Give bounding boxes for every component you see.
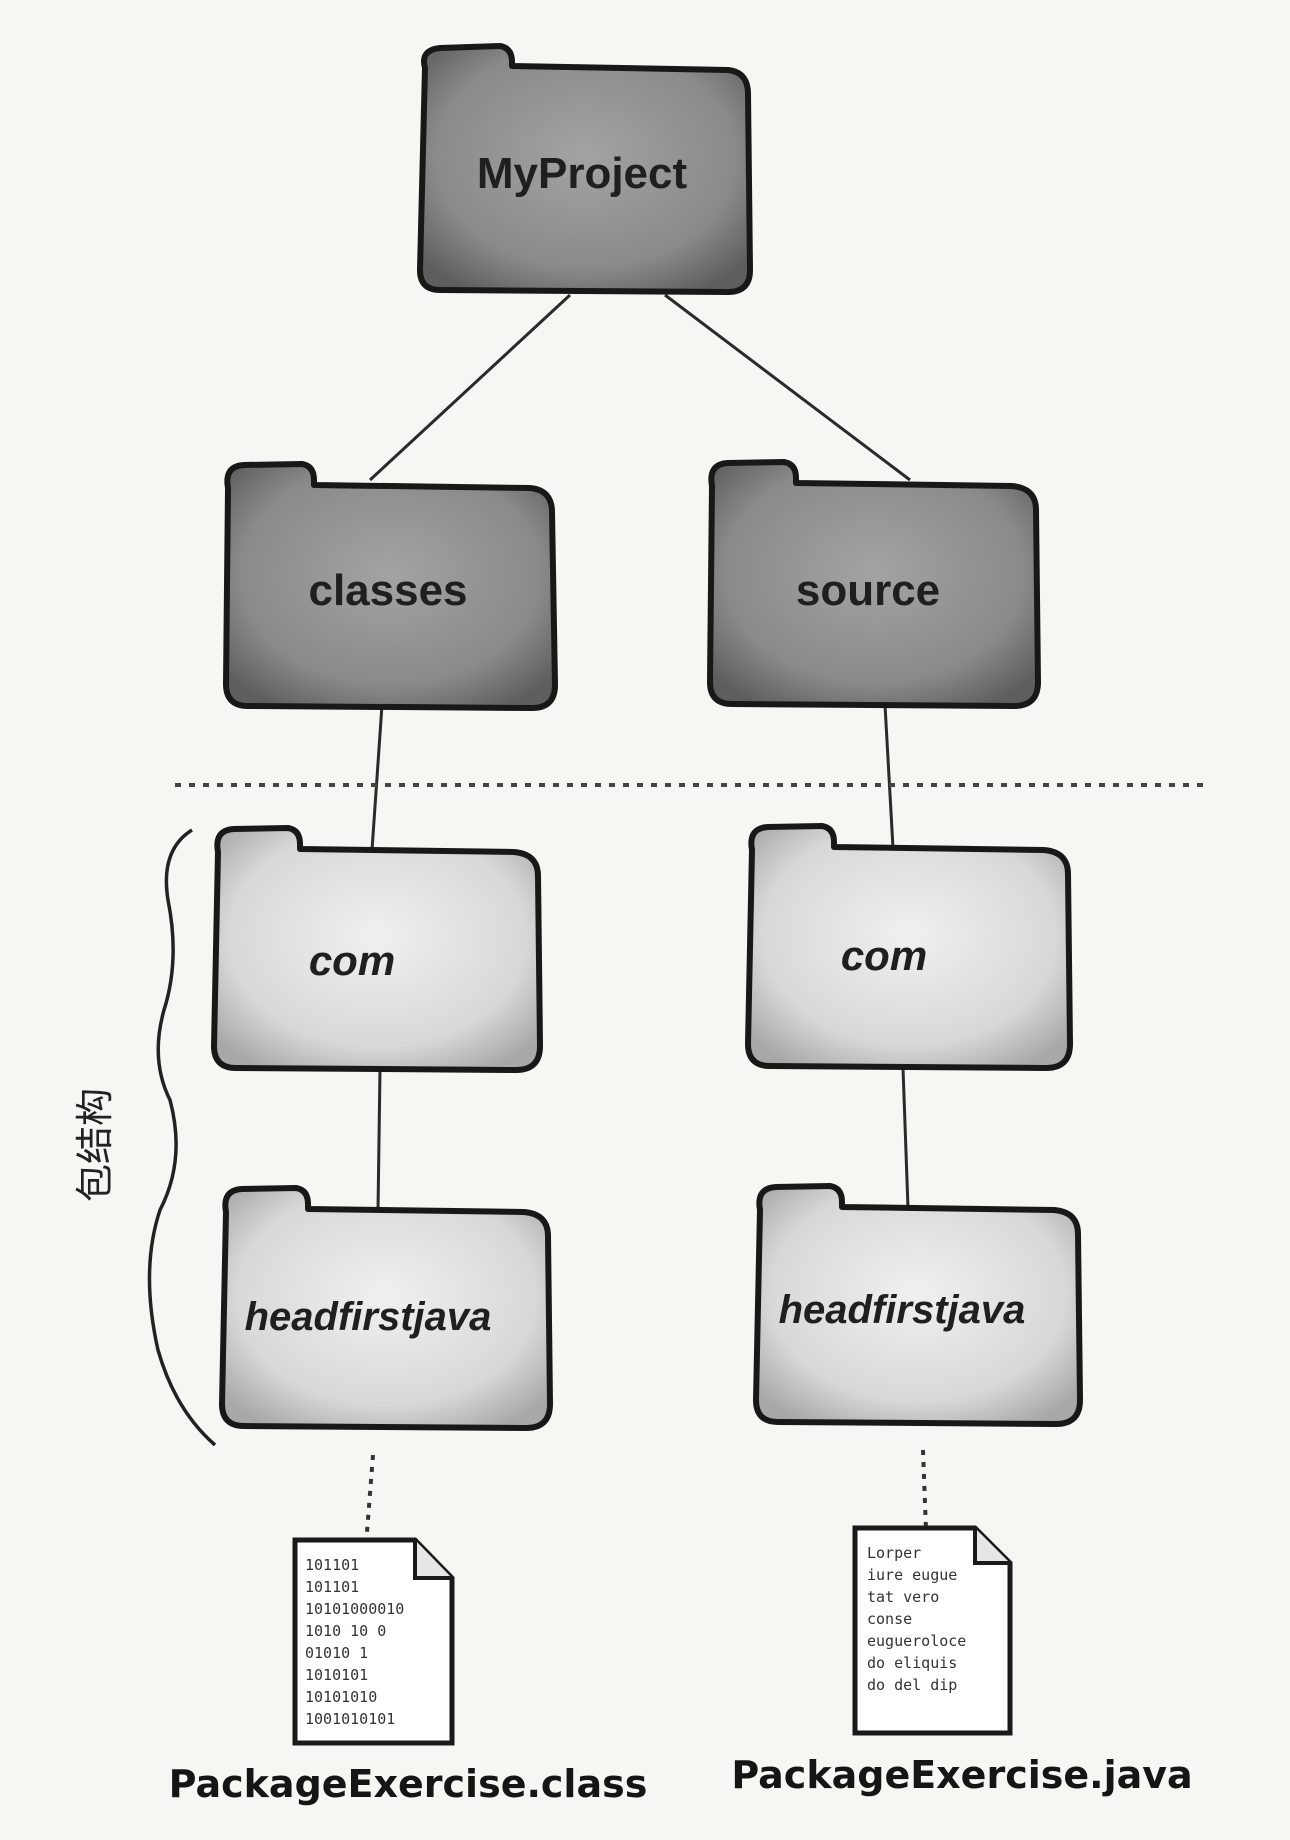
class-file-line: 101101 [305,1556,359,1574]
folder-label-com-right: com [841,932,927,979]
connector-lines [368,293,911,1211]
folder-icon [707,459,1041,709]
java-file-line: conse [867,1610,912,1628]
line-myproject-source [664,293,911,482]
folder-label-source: source [796,566,940,615]
folder-icon [211,825,543,1073]
page-fold [413,1540,452,1580]
class-file-line: 01010 1 [305,1644,368,1662]
class-file-line: 10101010 [305,1688,377,1706]
folder-headfirstjava-right[interactable]: headfirstjava [753,1183,1083,1427]
package-structure-label: 包结构 [73,1088,117,1202]
java-file-line: eugueroloce [867,1632,966,1650]
folder-classes[interactable]: classes [223,461,558,711]
class-file-line: 1001010101 [305,1710,395,1728]
folder-label-myproject: MyProject [477,149,688,198]
page-fold [973,1528,1010,1565]
folder-label-com-left: com [309,937,395,984]
java-file-line: do del dip [867,1676,957,1694]
package-structure-brace [147,828,217,1447]
line-com-headfirstjava-left [376,1069,382,1211]
leader-class-file [364,1454,375,1546]
line-classes-com [370,704,384,851]
java-file-line: iure eugue [867,1566,957,1584]
class-file-line: 1010101 [305,1666,368,1684]
class-file-name: PackageExercise.class [169,1762,648,1806]
folder-label-headfirstjava-right: headfirstjava [779,1288,1026,1332]
folder-label-classes: classes [308,566,467,615]
folder-icon [417,43,753,295]
class-file-line: 10101000010 [305,1600,404,1618]
folder-icon [745,823,1073,1071]
folder-icon [219,1185,553,1431]
folder-com-left[interactable]: com [211,825,543,1073]
folder-headfirstjava-left[interactable]: headfirstjava [219,1185,553,1431]
folder-source[interactable]: source [707,459,1041,709]
class-file-line: 1010 10 0 [305,1622,386,1640]
class-file-line: 101101 [305,1578,359,1596]
document-icon [292,1537,455,1746]
folder-myproject[interactable]: MyProject [417,43,753,295]
folder-com-right[interactable]: com [745,823,1073,1071]
java-file-line: Lorper [867,1544,921,1562]
java-file-content: Lorper iure eugue tat vero conse eugueroloce… [867,1544,966,1694]
class-file-content: 101101 101101 10101000010 1010 10 0 01010 1 1… [305,1556,404,1728]
folder-label-headfirstjava-left: headfirstjava [245,1295,492,1339]
folder-icon [753,1183,1083,1427]
java-file-line: tat vero [867,1588,939,1606]
java-file-document[interactable]: Lorper iure eugue tat vero conse eugueroloce… [852,1525,1013,1736]
line-myproject-classes [368,293,572,482]
java-file-line: do eliquis [867,1654,957,1672]
line-com-headfirstjava-right [901,1067,910,1209]
document-icon [852,1525,1013,1736]
folder-icon [223,461,558,711]
line-source-com [883,704,895,849]
class-file-document[interactable]: 101101 101101 10101000010 1010 10 0 01010 1 1… [292,1537,455,1746]
leader-java-file [921,1449,928,1531]
java-file-name: PackageExercise.java [731,1753,1192,1797]
